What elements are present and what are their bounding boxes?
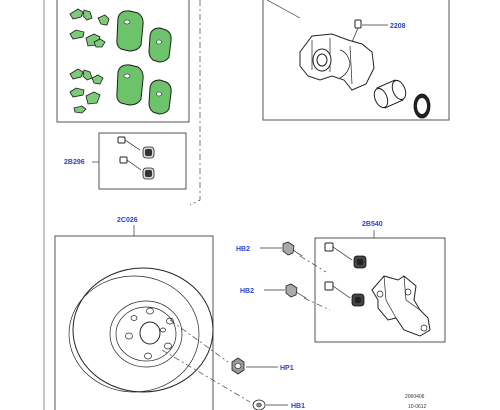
label-disc-bolt-upper: HP1 [280, 365, 294, 372]
leader-line [266, 0, 301, 19]
axis-line [169, 319, 229, 363]
axis-line [161, 349, 251, 403]
caliper-group [262, 0, 450, 121]
caliper-carrier-bracket [371, 275, 431, 337]
guide-pin [117, 136, 142, 171]
brake-pad [116, 64, 172, 115]
label-carrier-bolt-lower: HB2 [240, 288, 254, 295]
assembly-connector-line [189, 0, 201, 206]
caliper-carrier-group [299, 230, 446, 343]
label-brake-disc: 2C026 [117, 217, 138, 224]
axis-line [303, 297, 331, 311]
pad-clip [69, 8, 110, 48]
brake-pad [116, 10, 172, 63]
carrier-mounting-bolt [285, 283, 307, 299]
label-disc-bolt-lower: HB1 [291, 403, 305, 410]
caliper-carrier-box [314, 237, 446, 343]
label-carrier-bolt-upper: HB2 [236, 246, 250, 253]
carrier-mounting-bolt [282, 241, 303, 257]
bleed-screw [351, 19, 362, 43]
brake-caliper [299, 33, 375, 91]
label-guide-pin-kit: 2B296 [64, 159, 85, 166]
drawing-date-code: 10-0612 [408, 404, 427, 410]
guide-pin-kit-box [98, 132, 187, 190]
label-caliper-assembly: 2208 [390, 23, 406, 30]
wheel-stud-hole [125, 307, 174, 360]
caliper-piston [373, 79, 407, 109]
disc-retaining-bolt [252, 399, 266, 410]
carrier-bolt [324, 242, 353, 299]
brake-pad-kit-box [56, 0, 190, 123]
brake-disc-group [54, 225, 251, 410]
brake-disc [68, 267, 214, 393]
guide-pin-boot [142, 146, 155, 180]
piston-seal [413, 93, 431, 119]
disc-retaining-bolt [231, 357, 245, 375]
axis-line [299, 255, 327, 273]
carrier-bolt-boot [351, 255, 367, 307]
guide-pin-kit-group [92, 132, 187, 190]
label-caliper-carrier: 2B540 [362, 221, 383, 228]
drawing-number: 2060406 [405, 394, 425, 400]
pad-clip [69, 68, 104, 114]
brake-pad-kit-group [56, 0, 190, 123]
caliper-box [262, 0, 450, 121]
